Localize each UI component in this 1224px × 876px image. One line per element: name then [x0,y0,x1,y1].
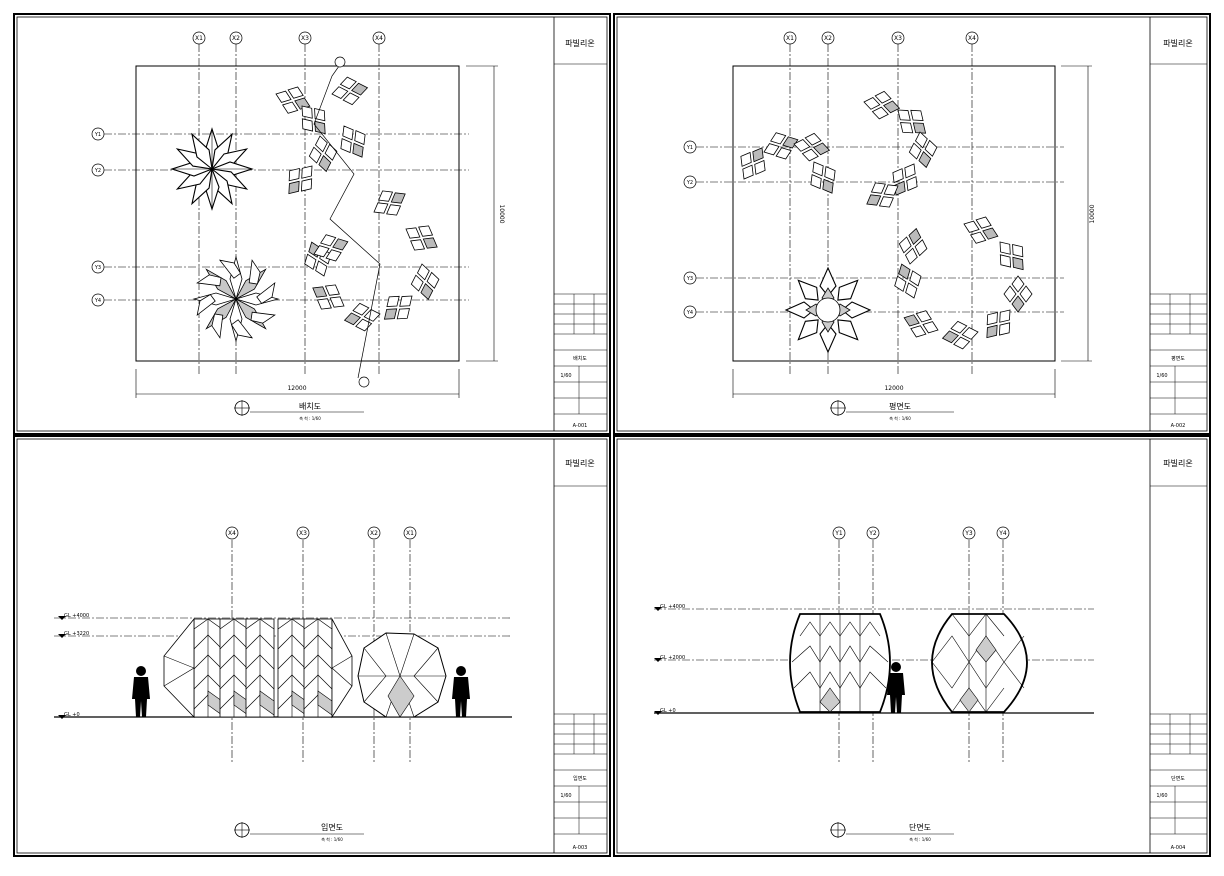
grid-label-x3: X3 [301,35,309,42]
grid-label-x4: X4 [968,35,976,42]
project-name: 파빌리온 [1163,458,1192,468]
pavilion-shell-large [163,617,353,719]
title-block-drawing-title: 배치도 [573,355,587,362]
sheet-number: A-003 [573,845,588,851]
pavilion-spiral [271,74,444,334]
sheet-floor-plan: 파빌리온 평면도 1/60 A-002 [613,13,1211,435]
level-gl-2000: GL +2000 [660,655,685,661]
drawing-title: 평면도 [889,401,911,411]
sheet-number: A-001 [573,423,588,429]
grid-label-x2: X2 [370,530,378,537]
scale-note: 축 척 : 1/60 [889,415,911,421]
grid-label-y1: Y1 [686,145,693,151]
pavilion-flower-sw [191,254,281,344]
sheet-section: 파빌리온 단면도 1/60 A-004 [613,435,1211,857]
title-block: 파빌리온 평면도 1/60 A-002 [1149,17,1207,431]
elevation-drawing: X4 X3 X2 X1 GL +4000 GL +3220 GL +0 [54,526,512,842]
title-block-drawing-title: 입면도 [573,775,587,782]
grid-label-y3: Y3 [686,276,693,282]
pavilion-section-left [789,613,891,713]
grid-label-y3: Y3 [964,530,973,537]
level-gl-4000: GL +4000 [64,613,89,619]
grid-label-x4: X4 [375,35,383,42]
floor-plan-drawing: X1 X2 X3 X4 Y1 Y2 Y3 Y4 [683,31,1096,421]
person-figure-left [132,666,150,717]
sheet-number: A-004 [1171,845,1186,851]
person-figure-right [452,666,470,717]
grid-label-y3: Y3 [94,265,101,271]
pavilion-section-right [931,613,1028,713]
grid-label-y2: Y2 [94,168,101,174]
sheet-elevation: 파빌리온 입면도 1/60 A-003 [13,435,611,857]
level-gl-3220: GL +3220 [64,631,89,637]
grid-label-y1: Y1 [94,132,101,138]
dim-vertical: 10000 [498,204,505,223]
title-block: 파빌리온 입면도 1/60 A-003 [553,439,607,853]
section-drawing: Y1 Y2 Y3 Y4 GL +4000 GL +2000 GL +0 [654,526,1094,842]
drawing-title: 단면도 [909,822,931,832]
grid-label-x2: X2 [232,35,240,42]
grid-label-y2: Y2 [868,530,877,537]
project-name: 파빌리온 [1163,38,1192,48]
project-name: 파빌리온 [565,458,594,468]
grid-label-y1: Y1 [834,530,843,537]
title-block-scale: 1/60 [1156,793,1167,799]
grid-label-y4: Y4 [686,310,693,316]
grid-label-x3: X3 [299,530,307,537]
dim-horizontal: 12000 [884,385,903,392]
scale-note: 축 척 : 1/60 [909,836,931,842]
grid-label-x1: X1 [195,35,203,42]
grid-label-x3: X3 [894,35,902,42]
title-block-scale: 1/60 [560,373,571,379]
pavilion-arc-ne [860,88,940,216]
grid-label-y2: Y2 [686,180,693,186]
level-gl-0: GL +0 [660,708,676,714]
sheet-site-plan: 파빌리온 배치도 1/60 A-001 [13,13,611,435]
title-block-scale: 1/60 [1156,373,1167,379]
dim-vertical: 10000 [1089,204,1096,223]
pavilion-ring-flower [785,267,871,353]
pavilion-arc-nw [732,127,844,201]
title-block-drawing-title: 평면도 [1171,355,1185,362]
grid-label-x2: X2 [824,35,832,42]
level-gl-0: GL +0 [64,712,80,718]
level-gl-4000: GL +4000 [660,604,685,610]
project-name: 파빌리온 [565,38,594,48]
drawing-title: 입면도 [321,822,343,832]
site-plan-drawing: X1 X2 X3 X4 Y1 Y2 Y3 Y4 [91,31,505,421]
pavilion-flower-nw [171,128,253,210]
grid-label-y4: Y4 [998,530,1007,537]
grid-label-y4: Y4 [94,298,101,304]
pavilion-arc-se [889,211,1034,352]
title-block-drawing-title: 단면도 [1171,775,1185,782]
scale-note: 축 척 : 1/60 [321,836,343,842]
sheet-number: A-002 [1171,423,1186,429]
title-block-scale: 1/60 [560,793,571,799]
pavilion-dome-small [357,632,447,718]
scale-note: 축 척 : 1/60 [299,415,321,421]
title-block: 파빌리온 단면도 1/60 A-004 [1149,439,1207,853]
dim-horizontal: 12000 [287,385,306,392]
grid-label-x1: X1 [786,35,794,42]
grid-label-x4: X4 [228,530,236,537]
title-block: 파빌리온 배치도 1/60 A-001 [553,17,607,431]
grid-label-x1: X1 [406,530,414,537]
drawing-title: 배치도 [299,402,321,411]
